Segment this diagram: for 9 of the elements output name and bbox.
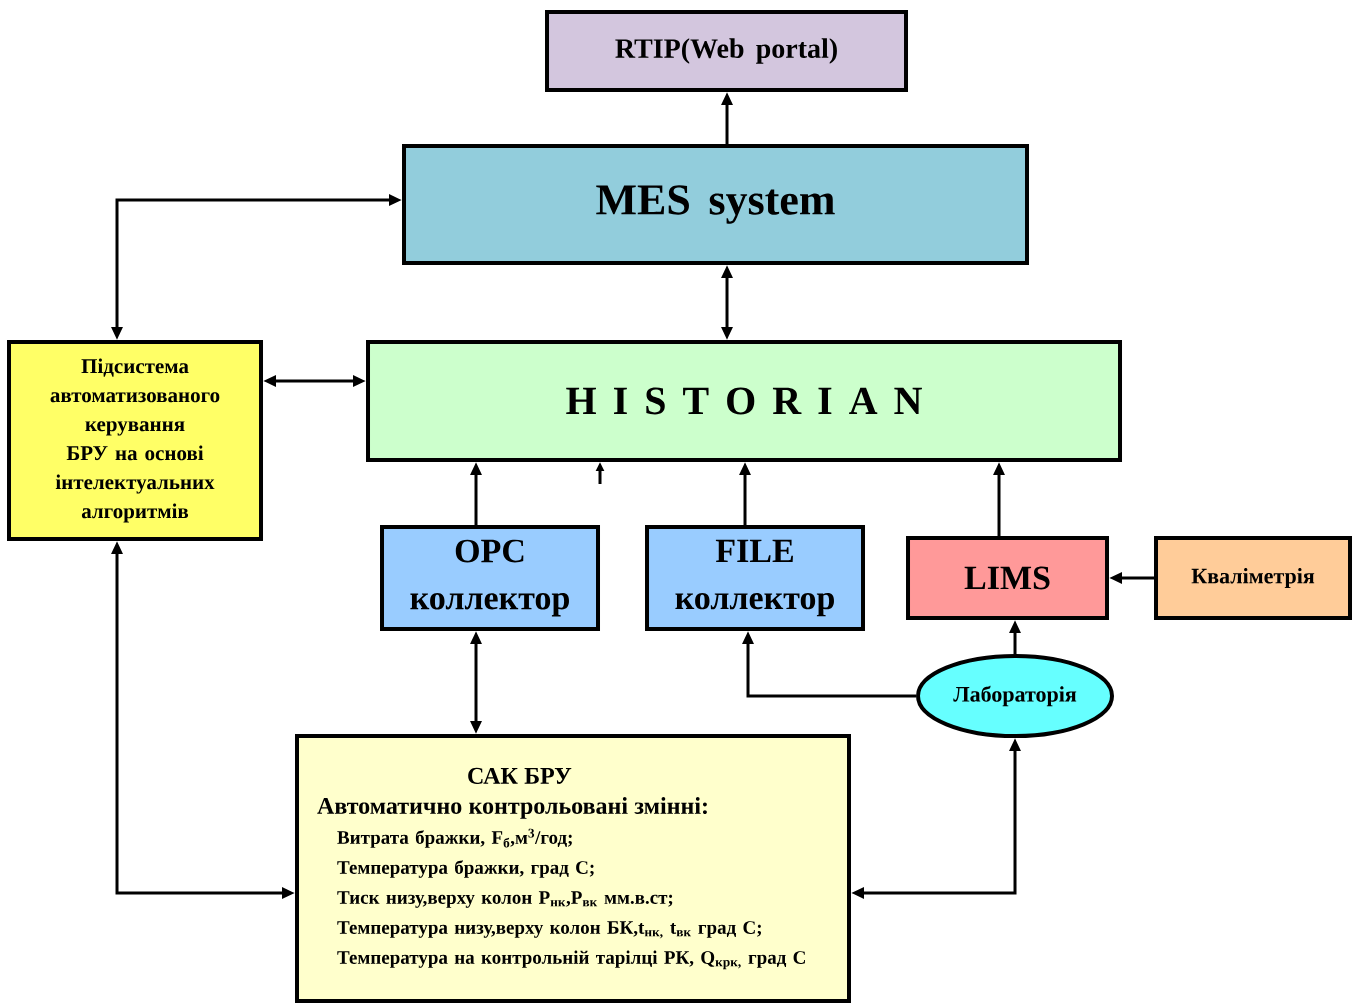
historian-box: H I S T O R I A N <box>366 340 1122 462</box>
system-box: MES system <box>402 144 1029 265</box>
subsystem-box: Підсистема автоматизованого керування БРУ на основі інтелектуальних алгоритмів <box>7 340 263 541</box>
collector-box: OPC коллектор <box>380 525 600 631</box>
portal-box: RTIP(Web portal) <box>545 10 908 92</box>
lims-box: LIMS <box>906 536 1109 620</box>
control-system-box: САК БРУ Автоматично контрольовані змінні: Витрата бражки, F$_{б}$,м$^{3}$/год; Температура бражки, град С; Тиск низу,верху колон Р$_{нк}$,Р$_{вк}$ мм.в.ст; Температура низу,верху колон БК,t$_{нк,}$ t$_{вк}$ град С; Температура на контрольній тарілці РК, Q$_{крк,}$ град С <box>295 734 851 1003</box>
collector-box: FILE коллектор <box>645 525 865 631</box>
source-box: Кваліметрія <box>1154 536 1352 620</box>
